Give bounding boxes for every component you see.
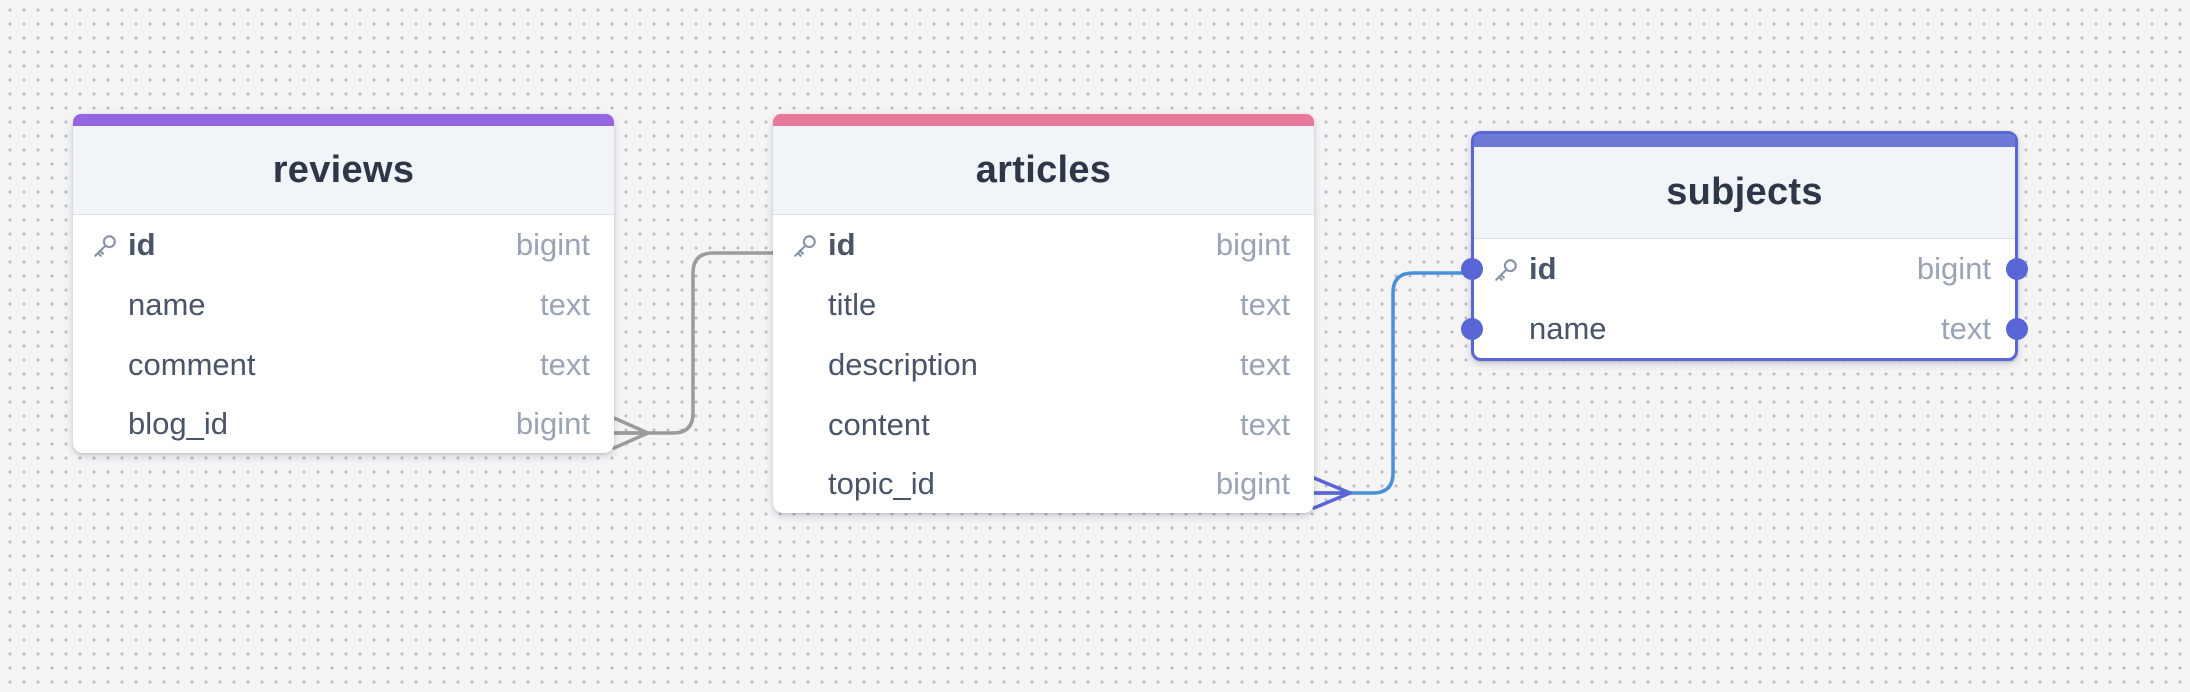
table-title: reviews bbox=[272, 148, 415, 191]
field-name: name bbox=[128, 287, 206, 322]
field-name: id bbox=[828, 227, 856, 262]
field-name: content bbox=[828, 407, 930, 442]
field-type: bigint bbox=[1916, 251, 1991, 286]
field-row-content[interactable]: content text bbox=[773, 395, 1314, 455]
edge-reviews-blog_id-articles-id[interactable] bbox=[614, 251, 773, 435]
field-row-comment[interactable]: comment text bbox=[73, 335, 614, 395]
field-name: name bbox=[1529, 310, 1607, 346]
field-row-id[interactable]: id bigint bbox=[73, 215, 614, 275]
table-accent-bar bbox=[73, 114, 614, 126]
table-articles[interactable]: articles id bigint title text descriptio… bbox=[773, 114, 1314, 513]
field-type: bigint bbox=[515, 227, 590, 262]
field-type: text bbox=[1240, 347, 1290, 382]
field-row-title[interactable]: title text bbox=[773, 275, 1314, 335]
connection-handle-left[interactable] bbox=[1461, 258, 1483, 280]
table-title: articles bbox=[975, 148, 1112, 191]
table-accent-bar bbox=[1474, 134, 2015, 147]
table-subjects[interactable]: subjects id bigint name text bbox=[1461, 131, 2028, 361]
field-row-name[interactable]: name text bbox=[73, 275, 614, 335]
table-reviews[interactable]: reviews id bigint name text comment text… bbox=[73, 114, 614, 453]
crowfoot-many-icon bbox=[1312, 476, 1352, 510]
field-name: id bbox=[1529, 251, 1557, 286]
connection-handle-right[interactable] bbox=[2006, 318, 2028, 340]
crowfoot-many-icon bbox=[612, 416, 650, 450]
field-type: text bbox=[1240, 287, 1290, 322]
field-type: bigint bbox=[515, 406, 590, 441]
field-row-name[interactable]: name text bbox=[1461, 299, 2028, 358]
field-name: title bbox=[828, 287, 877, 322]
field-type: bigint bbox=[1215, 466, 1290, 501]
connection-handle-right[interactable] bbox=[2006, 258, 2028, 280]
field-name: description bbox=[828, 347, 978, 382]
field-row-id[interactable]: id bigint bbox=[1461, 239, 2028, 299]
field-type: text bbox=[540, 287, 590, 322]
field-name: blog_id bbox=[128, 406, 228, 441]
field-type: text bbox=[540, 347, 590, 382]
key-icon bbox=[794, 235, 816, 257]
key-icon bbox=[1495, 259, 1517, 281]
key-icon bbox=[94, 235, 116, 257]
field-row-id[interactable]: id bigint bbox=[773, 215, 1314, 275]
connection-handle-left[interactable] bbox=[1461, 318, 1483, 340]
field-type: text bbox=[1240, 407, 1290, 442]
field-name: comment bbox=[128, 347, 256, 382]
table-accent-bar bbox=[773, 114, 1314, 126]
table-title: subjects bbox=[1666, 171, 1823, 213]
field-type: text bbox=[1941, 310, 1991, 346]
edge-articles-topic_id-subjects-id[interactable] bbox=[1314, 271, 1473, 495]
field-name: id bbox=[128, 227, 156, 262]
field-row-blog_id[interactable]: blog_id bigint bbox=[73, 395, 614, 453]
table-header[interactable]: reviews bbox=[73, 126, 614, 215]
table-header[interactable]: subjects bbox=[1474, 147, 2015, 239]
field-row-topic_id[interactable]: topic_id bigint bbox=[773, 455, 1314, 513]
field-row-description[interactable]: description text bbox=[773, 335, 1314, 395]
field-name: topic_id bbox=[828, 466, 935, 501]
field-type: bigint bbox=[1215, 227, 1290, 262]
table-header[interactable]: articles bbox=[773, 126, 1314, 215]
